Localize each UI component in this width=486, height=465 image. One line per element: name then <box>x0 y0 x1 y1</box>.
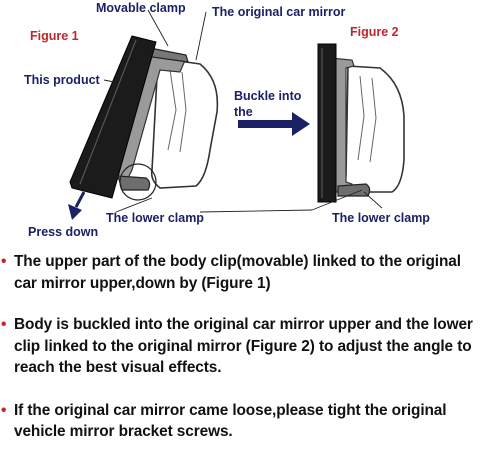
lower-clamp-shape-fig2 <box>337 183 371 197</box>
this-product-label: This product <box>24 73 101 87</box>
figure-2-label: Figure 2 <box>350 25 399 39</box>
lower-clamp-label-fig2: The lower clamp <box>332 211 430 225</box>
press-down-arrow-line <box>74 191 86 208</box>
bullet-marker: • <box>1 253 7 270</box>
bullet-marker: • <box>1 401 7 419</box>
figure-2-illustration <box>317 43 405 203</box>
leader-lines <box>103 9 383 213</box>
instruction-text-3: If the original car mirror came loose,pl… <box>14 401 447 441</box>
lower-clamp-shape-fig1 <box>117 175 151 191</box>
figure-1-label: Figure 1 <box>30 29 79 43</box>
lower-clamp-label-fig1: The lower clamp <box>106 211 204 225</box>
instruction-text-1: The upper part of the body clip(movable)… <box>14 253 461 292</box>
product-body-fig1 <box>69 35 157 199</box>
lower-clamp-highlight-circle <box>119 163 157 201</box>
product-body-fig2 <box>317 43 337 203</box>
movable-clamp-label: Movable clamp <box>96 1 186 15</box>
press-down-arrow-head <box>68 204 82 220</box>
instructions-list: • The upper part of the body clip(movabl… <box>0 251 486 443</box>
mirror-inner-lines-fig1 <box>167 69 187 153</box>
buckle-into-label: Buckle into <box>234 89 302 103</box>
press-down-label: Press down <box>28 225 98 239</box>
buckle-the-label: the <box>234 105 253 119</box>
product-edge-highlight-fig1 <box>79 39 137 185</box>
instruction-item-2: • Body is buckled into the original car … <box>0 314 486 379</box>
mirror-inner-lines-fig2 <box>357 75 377 163</box>
bullet-marker: • <box>1 316 7 333</box>
figure-1-illustration <box>68 35 219 220</box>
instruction-item-3: • If the original car mirror came loose,… <box>0 400 486 443</box>
original-mirror-label: The original car mirror <box>212 5 346 19</box>
buckle-arrow <box>238 112 310 136</box>
installation-diagram: Figure 1 Figure 2 Movable clamp The orig… <box>24 1 430 239</box>
instruction-text-2: Body is buckled into the original car mi… <box>14 316 473 376</box>
instruction-item-1: • The upper part of the body clip(movabl… <box>0 251 486 294</box>
